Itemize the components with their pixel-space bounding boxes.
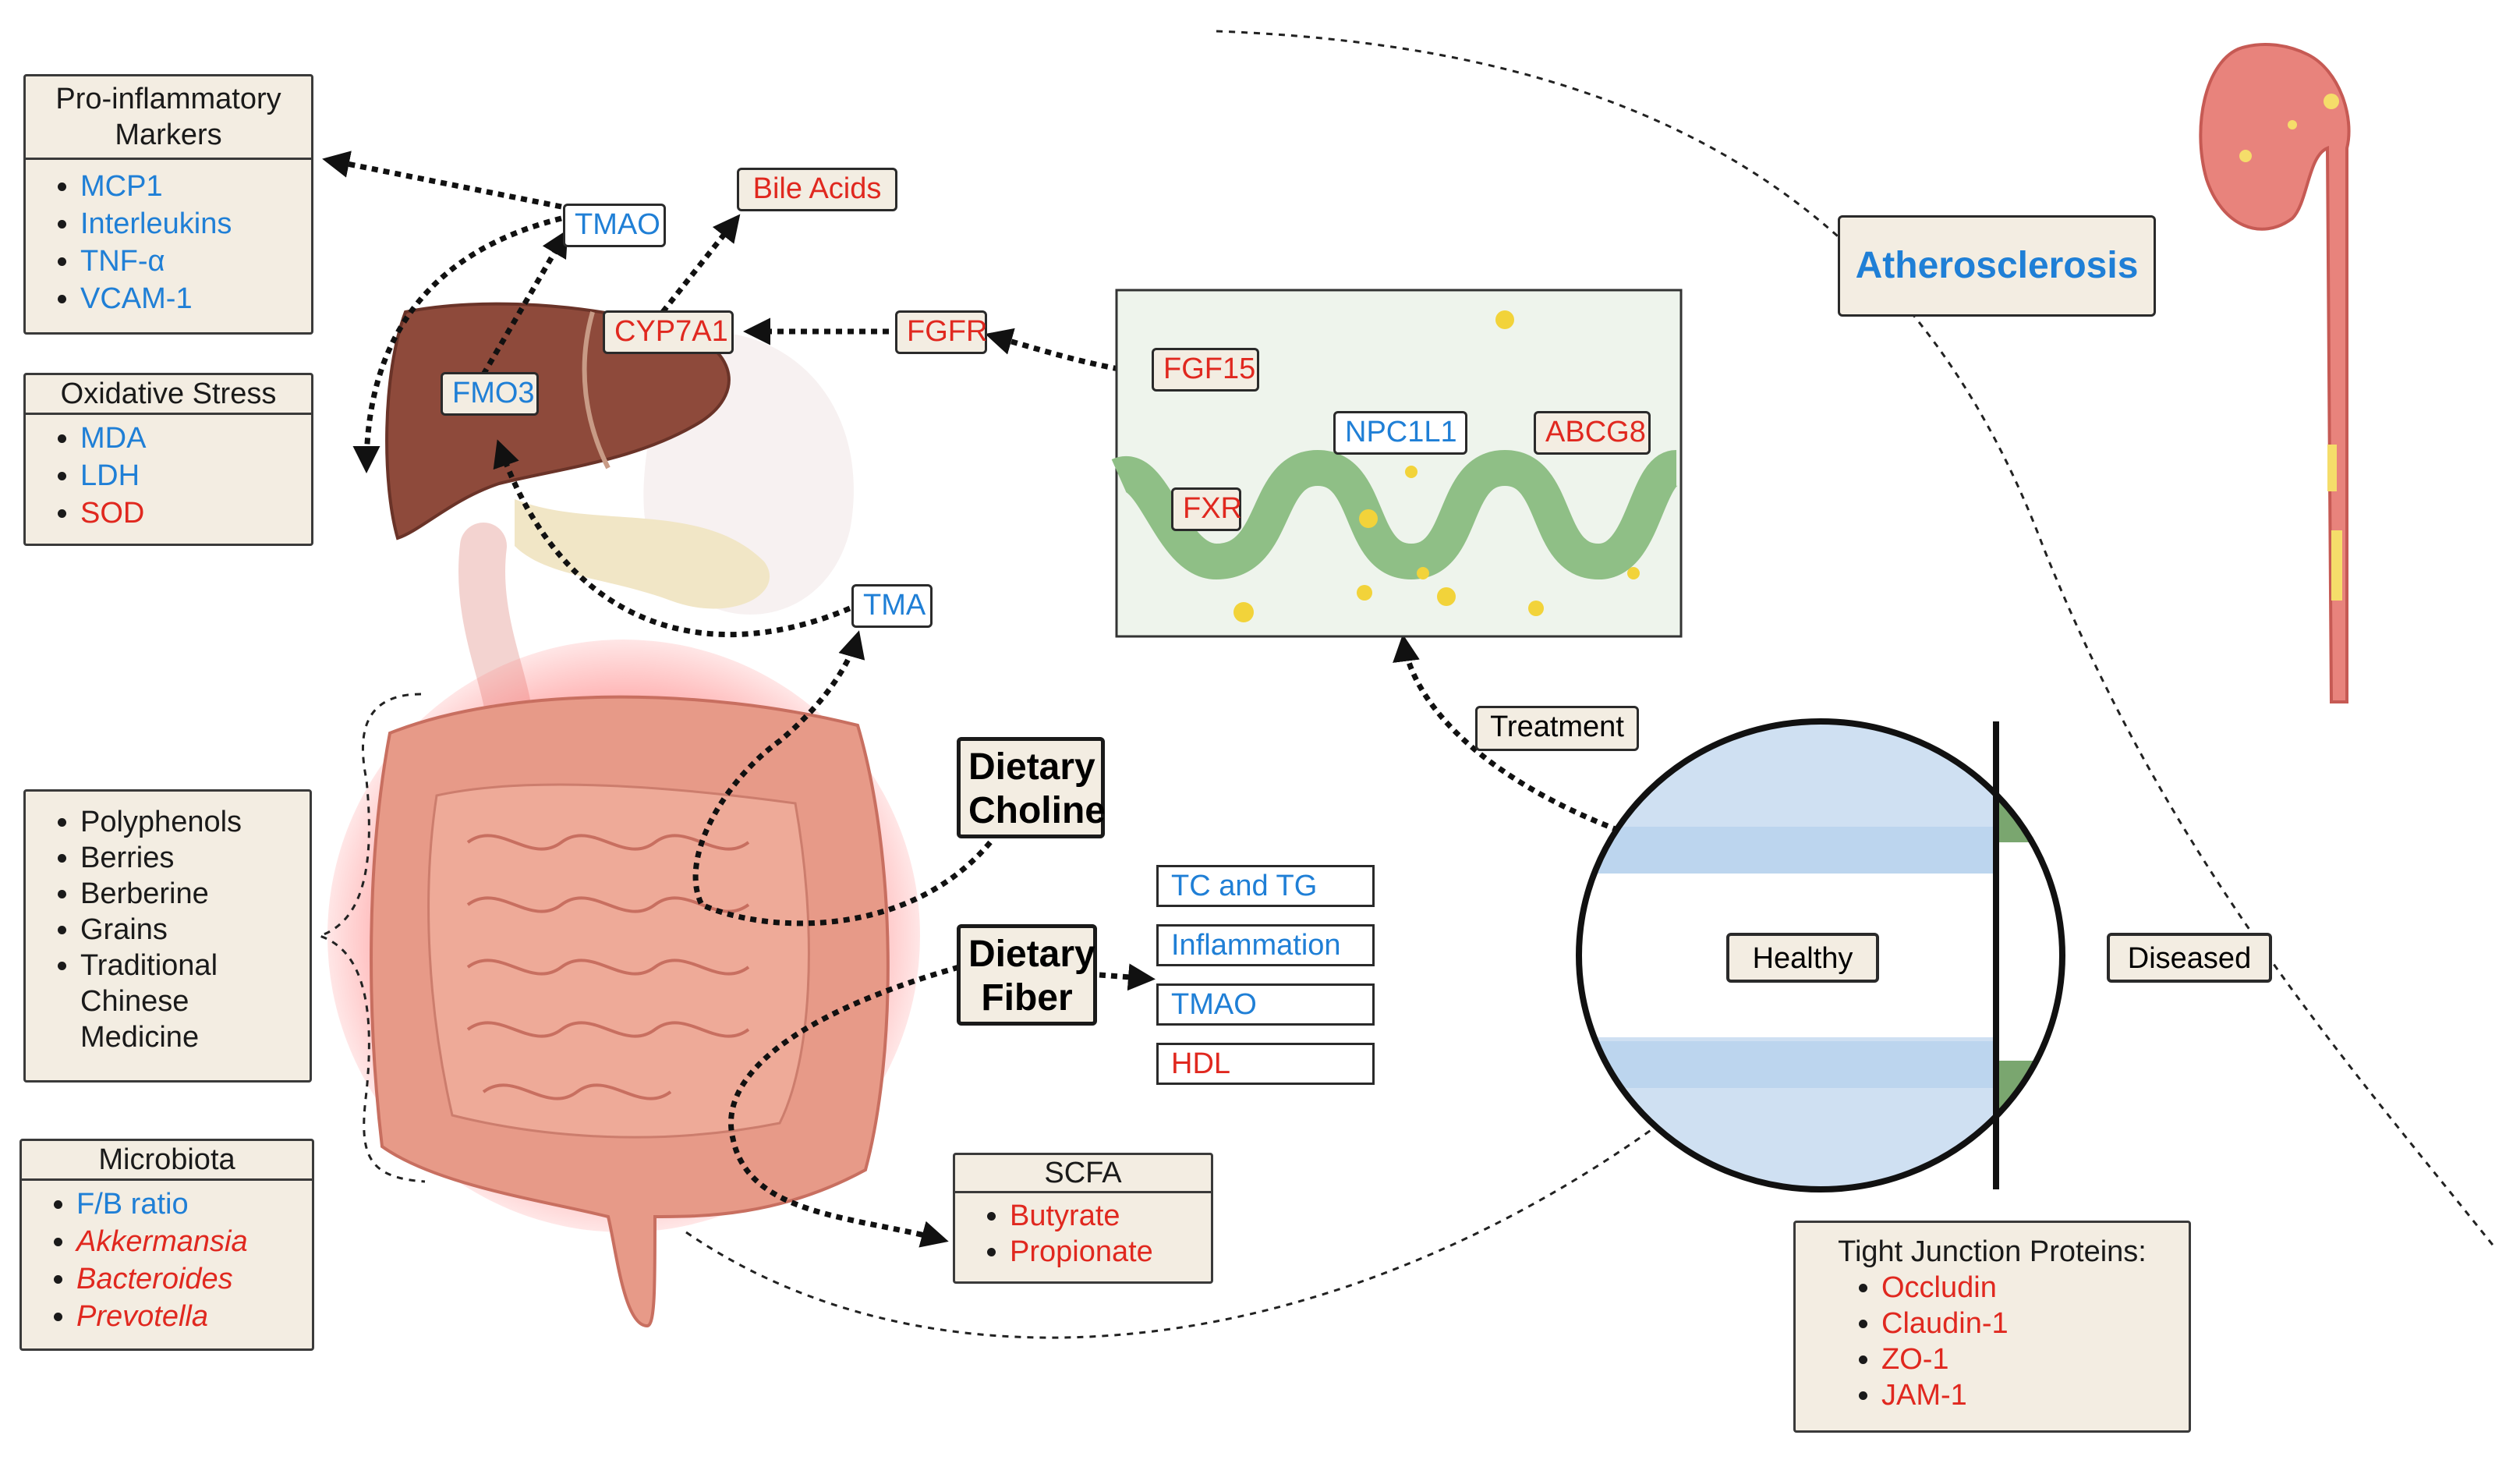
arrow-fgf15-to-fgfr: [985, 328, 1155, 377]
treatment-tag: Treatment: [1475, 706, 1639, 751]
arrow-cyp7a1-to-bileacids: [660, 214, 741, 314]
scfa-box: SCFA Butyrate Propionate: [953, 1153, 1213, 1284]
dashed-region-curve: [1216, 30, 2497, 1249]
tmao-tag: TMAO: [563, 204, 666, 247]
villi-membrane: [1111, 449, 1681, 580]
list-item: TNF-α: [80, 243, 303, 280]
arrow-tmao-to-oxidative: [352, 215, 562, 473]
arrow-tma-to-fmo3: [493, 439, 851, 638]
microbiota-list: F/B ratio Akkermansia Bacteroides Prevot…: [22, 1181, 312, 1343]
intervention-bracket: [316, 693, 426, 1183]
pro-inflammatory-list: MCP1 Interleukins TNF-α VCAM-1: [26, 160, 311, 325]
list-item: Interleukins: [80, 205, 303, 243]
tight-junction-box: Tight Junction Proteins: Occludin Claudi…: [1793, 1221, 2191, 1433]
list-item: Akkermansia: [76, 1223, 304, 1260]
scfa-list: Butyrate Propionate: [955, 1193, 1211, 1278]
list-item: Prevotella: [76, 1298, 304, 1335]
list-item: ZO-1: [1881, 1341, 2181, 1377]
list-item: Occludin: [1881, 1270, 2181, 1306]
list-item: MDA: [80, 420, 303, 457]
list-item: JAM-1: [1881, 1377, 2181, 1413]
fxr-tag: FXR: [1171, 487, 1242, 531]
effect-inflammation: Inflammation: [1156, 924, 1375, 966]
interventions-list: Polyphenols Berries Berberine Grains Tra…: [26, 792, 310, 1063]
bile-acids-tag: Bile Acids: [737, 168, 897, 211]
small-intestine: [427, 783, 810, 1139]
enterocyte-panel: [1115, 289, 1683, 638]
list-item: F/B ratio: [76, 1185, 304, 1223]
plaque-deposits: [2239, 94, 2342, 601]
list-item: SOD: [80, 494, 303, 532]
arrow-treatment: [1393, 634, 1631, 838]
dashed-link-curve: [685, 1122, 1662, 1339]
intestine-folds: [466, 834, 750, 1100]
interventions-box: Polyphenols Berries Berberine Grains Tra…: [23, 789, 312, 1083]
list-item: Grains: [80, 912, 302, 948]
list-item: Berries: [80, 840, 302, 876]
pro-inflammatory-title: Pro-inflammatory Markers: [26, 76, 311, 160]
arrow-choline-to-tma: [692, 630, 993, 927]
microbiota-box: Microbiota F/B ratio Akkermansia Bactero…: [19, 1139, 314, 1351]
fgfr-tag: FGFR: [895, 310, 987, 354]
effect-tmao: TMAO: [1156, 983, 1375, 1026]
list-item: Polyphenols: [80, 804, 302, 840]
oxidative-stress-list: MDA LDH SOD: [26, 415, 311, 540]
dietary-fiber-box: Dietary Fiber: [957, 924, 1097, 1026]
cyp7a1-tag: CYP7A1: [603, 310, 734, 354]
arrow-fmo3-to-tmao: [480, 229, 568, 376]
scfa-title: SCFA: [955, 1155, 1211, 1193]
list-item: Propionate: [1010, 1234, 1203, 1270]
dietary-choline-box: Dietary Choline: [957, 737, 1106, 838]
pancreas: [515, 499, 770, 609]
arrow-fiber-to-scfa: [728, 964, 960, 1248]
list-item: LDH: [80, 457, 303, 494]
list-item: Claudin-1: [1881, 1306, 2181, 1341]
effect-hdl: HDL: [1156, 1043, 1375, 1085]
diseased-tag: Diseased: [2107, 933, 2272, 983]
tight-junction-title: Tight Junction Proteins:: [1838, 1235, 2147, 1268]
abcg8-tag: ABCG8: [1534, 411, 1651, 455]
tma-tag: TMA: [851, 584, 933, 628]
atherosclerosis-label: Atherosclerosis: [1838, 215, 2156, 317]
microbiota-title: Microbiota: [22, 1141, 312, 1181]
tight-junction-list: Occludin Claudin-1 ZO-1 JAM-1: [1796, 1270, 2189, 1421]
artery: [2199, 43, 2351, 703]
list-item: Traditional Chinese Medicine: [80, 948, 302, 1055]
effect-tc-tg: TC and TG: [1156, 865, 1375, 907]
arrow-tmao-to-inflammatory: [322, 151, 562, 210]
fmo3-tag: FMO3: [441, 372, 539, 416]
list-item: Butyrate: [1010, 1198, 1203, 1234]
list-item: Berberine: [80, 876, 302, 912]
fgf15-tag: FGF15: [1152, 348, 1259, 392]
arrow-fiber-to-effects: [1099, 963, 1156, 991]
pro-inflammatory-box: Pro-inflammatory Markers MCP1 Interleuki…: [23, 74, 313, 335]
list-item: MCP1: [80, 168, 303, 205]
list-item: Bacteroides: [76, 1260, 304, 1298]
oval-border: [1576, 718, 2065, 1192]
liver-ligament: [582, 311, 611, 470]
npc1l1-tag: NPC1L1: [1333, 411, 1467, 455]
healthy-tag: Healthy: [1726, 933, 1879, 983]
cholesterol-particles: [1233, 310, 1640, 622]
oxidative-stress-box: Oxidative Stress MDA LDH SOD: [23, 373, 313, 546]
oxidative-stress-title: Oxidative Stress: [26, 375, 311, 415]
list-item: VCAM-1: [80, 280, 303, 317]
